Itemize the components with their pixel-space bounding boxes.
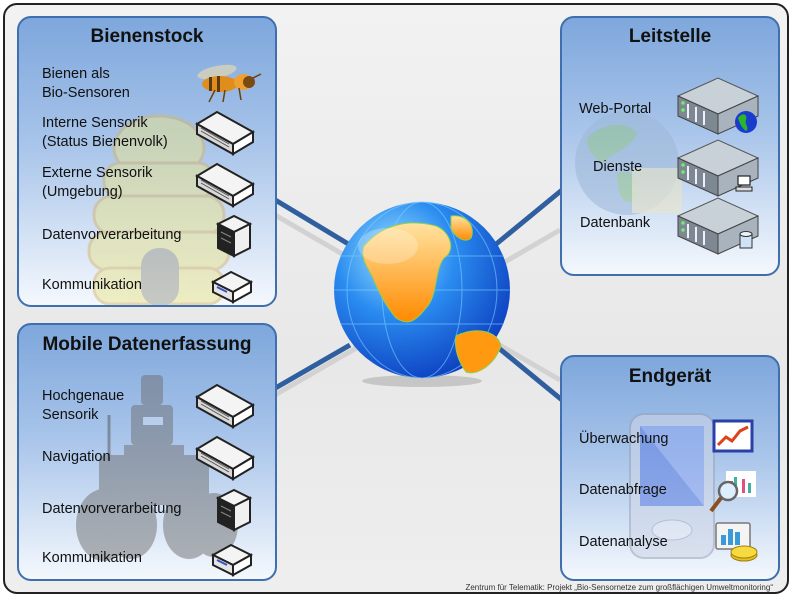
list-item: Überwachung xyxy=(579,430,668,449)
pda-background-icon xyxy=(629,413,715,559)
globe-icon xyxy=(334,201,510,387)
list-item: Datenvorverarbeitung xyxy=(42,226,181,245)
item-label: Hochgenaue xyxy=(42,388,125,404)
item-label: (Umgebung) xyxy=(42,184,123,200)
footer-caption: Zentrum für Telematik: Projekt „Bio-Sens… xyxy=(465,583,773,592)
processing-unit-icon xyxy=(215,214,253,258)
list-item: Hochgenaue Sensorik xyxy=(42,387,124,425)
list-item: Bienen als Bio-Sensoren xyxy=(42,65,130,103)
item-label: Datenabfrage xyxy=(579,482,667,498)
connector-bienenstock xyxy=(270,195,352,248)
communication-module-icon xyxy=(211,543,253,577)
item-label: Bio-Sensoren xyxy=(42,85,130,101)
item-label: (Status Bienenvolk) xyxy=(42,134,168,150)
query-magnifier-icon xyxy=(709,471,756,513)
item-label: Datenbank xyxy=(580,215,651,231)
sensor-module-icon xyxy=(195,110,255,156)
panel-title: Mobile Datenerfassung xyxy=(42,334,252,355)
panel-mobile-datenerfassung: Mobile Datenerfassung Hochgenaue Sensori… xyxy=(17,323,277,581)
connector-leitstelle xyxy=(493,188,564,247)
sensor-module-icon xyxy=(195,162,255,208)
web-server-icon xyxy=(676,77,760,135)
analysis-chart-icon xyxy=(715,522,758,562)
item-label: Dienste xyxy=(593,159,643,175)
item-label: Externe Sensorik xyxy=(42,165,153,181)
connector-endgeraet xyxy=(493,343,564,402)
list-item: Externe Sensorik (Umgebung) xyxy=(42,164,152,202)
list-item: Kommunikation xyxy=(42,549,142,568)
list-item: Datenanalyse xyxy=(579,533,668,552)
robot-background-icon xyxy=(76,375,238,561)
item-label: Überwachung xyxy=(579,431,669,447)
item-label: Kommunikation xyxy=(42,277,142,293)
connector-mobile xyxy=(270,342,352,393)
list-item: Datenbank xyxy=(580,214,650,233)
item-label: Web-Portal xyxy=(579,101,652,117)
list-item: Dienste xyxy=(593,158,642,177)
item-label: Interne Sensorik xyxy=(42,115,148,131)
service-server-icon xyxy=(676,139,760,197)
item-label: Datenvorverarbeitung xyxy=(42,501,182,517)
item-label: Navigation xyxy=(42,449,111,465)
item-label: Sensorik xyxy=(42,407,99,423)
item-label: Datenvorverarbeitung xyxy=(42,227,182,243)
panel-title: Bienenstock xyxy=(90,26,204,47)
panel-title: Leitstelle xyxy=(628,26,712,47)
list-item: Navigation xyxy=(42,448,111,467)
list-item: Interne Sensorik (Status Bienenvolk) xyxy=(42,114,168,152)
globe-background-icon xyxy=(575,111,682,215)
list-item: Datenvorverarbeitung xyxy=(42,500,181,519)
list-item: Web-Portal xyxy=(579,100,651,119)
database-server-icon xyxy=(676,197,760,255)
communication-module-icon xyxy=(211,270,253,304)
sensor-module-icon xyxy=(195,435,255,481)
processing-unit-icon xyxy=(215,488,253,532)
panel-title: Endgerät xyxy=(628,366,712,387)
panel-bienenstock: Bienenstock Bienen als Bio-Sensoren Inte… xyxy=(17,16,277,307)
item-label: Datenanalyse xyxy=(579,534,668,550)
list-item: Kommunikation xyxy=(42,276,142,295)
sensor-module-icon xyxy=(195,383,255,429)
monitoring-chart-icon xyxy=(712,419,754,453)
item-label: Kommunikation xyxy=(42,550,142,566)
panel-leitstelle: Leitstelle Web-Portal Dienste Datenbank xyxy=(560,16,780,276)
item-label: Bienen als xyxy=(42,66,110,82)
panel-endgeraet: Endgerät Überwachung Datenabfrage Datena… xyxy=(560,355,780,581)
list-item: Datenabfrage xyxy=(579,481,667,500)
bee-icon xyxy=(197,64,262,103)
